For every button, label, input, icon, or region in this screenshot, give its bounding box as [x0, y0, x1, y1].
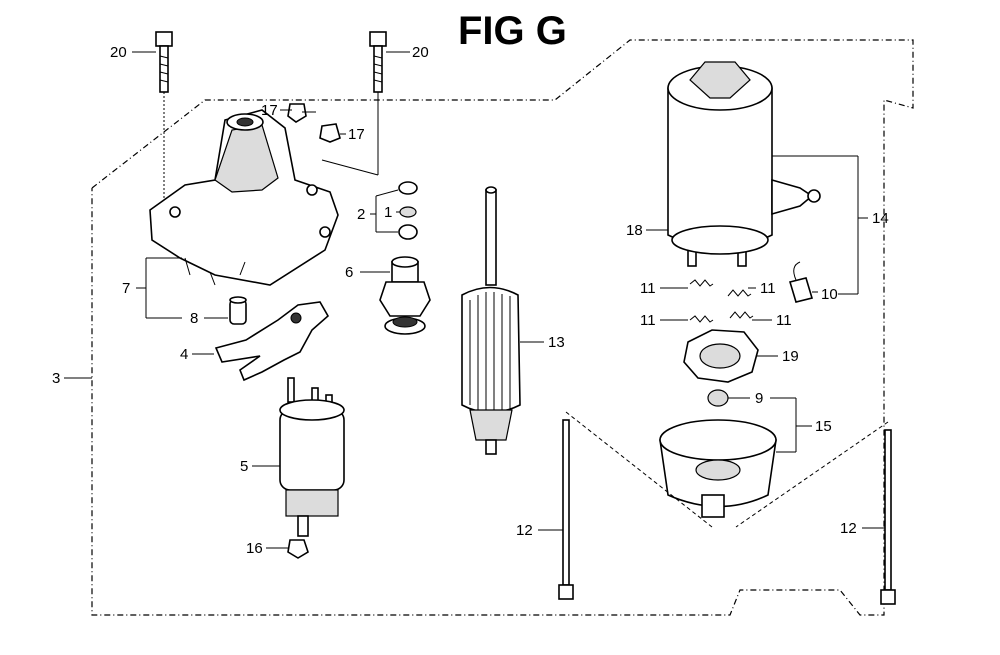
ring-1 [399, 206, 417, 218]
figure-title: FIG G [458, 9, 567, 53]
callout-20-left: 20 [110, 44, 127, 61]
callout-9: 9 [755, 390, 763, 407]
callout-12-right: 12 [840, 520, 857, 537]
yoke-18 [667, 61, 821, 267]
callout-4: 4 [180, 346, 188, 363]
callout-12-left: 12 [516, 522, 533, 539]
bushing-8 [229, 296, 247, 325]
callout-6: 6 [345, 264, 353, 281]
bolt-20-right [321, 31, 387, 176]
callout-8: 8 [190, 310, 198, 327]
callout-labels: 20 20 17 17 2 1 6 7 8 4 3 5 16 13 18 14 … [52, 44, 889, 557]
callout-15: 15 [815, 418, 832, 435]
washer-2-bottom [398, 224, 418, 240]
callout-17-right: 17 [348, 126, 365, 143]
callout-14: 14 [872, 210, 889, 227]
callout-11-c: 11 [640, 312, 656, 329]
callout-7: 7 [122, 280, 130, 297]
callout-16: 16 [246, 540, 263, 557]
leader-lines [64, 51, 885, 549]
through-bolt-12-left [558, 419, 574, 600]
callout-19: 19 [782, 348, 799, 365]
callout-11-a: 11 [640, 280, 656, 297]
spring-11-d [729, 311, 754, 319]
bolt-20-left [155, 31, 173, 200]
callout-10: 10 [821, 286, 838, 303]
callout-20-right: 20 [412, 44, 429, 61]
callout-11-b: 11 [760, 280, 776, 297]
callout-18: 18 [626, 222, 643, 239]
brush-10 [788, 277, 814, 303]
washer-2-top [398, 181, 418, 195]
spring-11-b [727, 289, 752, 297]
callout-2: 2 [357, 206, 365, 223]
bushing-9 [707, 389, 729, 407]
callout-13: 13 [548, 334, 565, 351]
spring-11-a [689, 279, 714, 287]
through-bolt-12-right [880, 429, 896, 605]
nut-17-left [287, 103, 307, 123]
pinion-gear-6 [379, 256, 431, 335]
solenoid-5 [279, 377, 345, 537]
callout-11-d: 11 [776, 312, 792, 329]
assembly-boundary [91, 39, 914, 616]
callout-17-left: 17 [261, 102, 278, 119]
callout-1: 1 [384, 204, 392, 221]
rear-cover-15 [659, 419, 777, 518]
spring-11-c [689, 315, 714, 323]
armature-13 [461, 186, 521, 455]
nut-17-right [319, 123, 341, 143]
brush-holder-19 [683, 329, 759, 383]
callout-3: 3 [52, 370, 60, 387]
nut-16 [287, 539, 309, 559]
front-housing-7 [149, 109, 339, 286]
callout-5: 5 [240, 458, 248, 475]
